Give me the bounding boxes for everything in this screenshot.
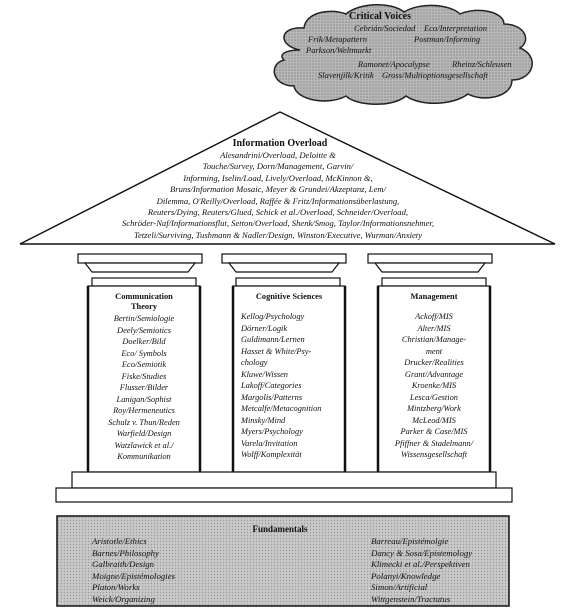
fundamentals-left-list: Aristotle/Ethics Barnes/Philosophy Galbr… [92, 536, 272, 605]
list-item: Guldimann/Lernen [241, 335, 305, 344]
roof-line: Informing, Iselin/Load, Lively/Overload,… [183, 172, 373, 183]
roof-line: Dilemma, O'Reilly/Overload, Raffée & Fri… [156, 195, 400, 206]
list-item: Simon/Artificial [371, 582, 428, 592]
list-item: Grant/Advantage [404, 369, 464, 379]
pillar-communication-shape [77, 253, 203, 473]
list-item: Kommunikation [117, 452, 171, 461]
list-item: Myers/Psychology [241, 427, 303, 436]
critical-voices-title: Critical Voices [349, 11, 411, 22]
list-item: Bertin/Semiologie [113, 314, 175, 323]
list-item: Weick/Organizing [92, 593, 155, 604]
roof-line: Tetzeli/Surviving, Tushmann & Nadler/Des… [133, 229, 423, 240]
list-item: Dörner/Logik [241, 323, 288, 333]
cloud-shape [273, 4, 533, 105]
list-item: Polanyi/Knowledge [371, 570, 441, 581]
list-item: Flusser/Bilder [119, 383, 169, 392]
pillar-cognitive-list: Kellog/Psychology Dörner/Logik Guldimann… [241, 311, 341, 461]
list-item: Moigne/Epistémologies [92, 570, 176, 581]
list-item: Christian/Manage- [401, 335, 467, 344]
list-item: Ackoff/MIS [415, 312, 453, 321]
fundamentals-block [56, 515, 510, 607]
pillar-communication-list: Bertin/Semiologie Deely/Semiotics Doelke… [90, 313, 198, 463]
roof-line: Reuters/Dying, Reuters/Glued, Schick et … [147, 207, 409, 218]
pillar-communication-title: Communication Theory [90, 292, 198, 312]
fundamentals-title: Fundamentals [252, 524, 308, 534]
critical-voice-item: Ramonet/Apocalypse [358, 59, 430, 69]
fundamentals-right-list: Barreau/Epistémolgie Dancy & Sosa/Episte… [371, 536, 506, 605]
pillar-cognitive-shape [221, 253, 347, 473]
critical-voice-item: Parkson/Weltmarkt [306, 45, 372, 55]
critical-voice-item: Cebrián/Sociedad [354, 23, 416, 33]
list-item: Kluwe/Wissen [241, 369, 288, 379]
list-item: Galbraith/Design [92, 559, 155, 569]
list-item: chology [241, 358, 268, 367]
list-item: Margolis/Patterns [241, 392, 303, 402]
critical-voice-item: Frik/Metapattern [308, 34, 368, 44]
list-item: ment [425, 346, 443, 356]
list-item: Lesca/Gestion [410, 392, 458, 402]
list-item: Wittgenstein/Tractatus [371, 593, 451, 604]
list-item: Mintzberg/Work [407, 404, 461, 413]
list-item: Varela/Invitation [241, 438, 298, 448]
pillar-title-line: Theory [130, 302, 158, 311]
roof-line: Alesandrini/Overload, Deloitte & [220, 150, 336, 160]
list-item: Lakoff/Categories [241, 381, 302, 390]
critical-voice-item: Postman/Informing [414, 34, 481, 44]
list-item: Dancy & Sosa/Epistemology [371, 547, 473, 558]
information-overload-text: Alesandrini/Overload, Deloitte & Touche/… [58, 150, 498, 241]
temple-base [55, 471, 513, 503]
pillar-management-shape [367, 253, 493, 473]
list-item: Warfield/Design [116, 429, 172, 438]
list-item: Wissensgesellschaft [400, 450, 468, 459]
list-item: Barreau/Epistémolgie [371, 536, 449, 546]
pillar-cognitive-title: Cognitive Sciences [235, 292, 343, 302]
roof-line: Touche/Survey, Dorn/Management, Garvin/ [202, 161, 354, 172]
list-item: Hasset & White/Psy- [241, 346, 312, 356]
list-item: Schulz v. Thun/Reden [108, 417, 180, 427]
list-item: Drucker/Realities [404, 358, 464, 367]
pillar-title-line: Cognitive Sciences [255, 292, 323, 301]
list-item: Pfiffner & Stadelmann/ [394, 438, 474, 448]
list-item: Barnes/Philosophy [92, 547, 159, 558]
list-item: Doelker/Bild [122, 337, 166, 346]
critical-voice-item: Rheinz/Schleusen [452, 59, 512, 69]
list-item: Eco/Semiotik [121, 360, 167, 369]
list-item: Minsky/Mind [241, 415, 286, 425]
list-item: Klimecki et al./Perspektiven [371, 559, 470, 569]
pillar-management-title: Management [380, 292, 488, 302]
list-item: Fiske/Studies [121, 371, 167, 381]
roof-line: Bruns/Information Mosaic, Meyer & Grunde… [169, 184, 386, 195]
information-overload-title: Information Overload [232, 138, 328, 149]
list-item: Wolff/Komplexität [241, 450, 302, 459]
critical-voice-item: Gross/Multioptionsgesellschaft [382, 70, 488, 80]
roof-line: Schröder-Naf/Informationsflut, Setton/Ov… [122, 218, 434, 229]
list-item: Metcalfe/Metacognition [241, 404, 322, 413]
list-item: Alter/MIS [417, 323, 451, 333]
list-item: Deely/Semiotics [117, 325, 171, 335]
list-item: Eco/ Symbols [121, 348, 167, 358]
pillar-title-line: Communication [115, 292, 173, 301]
list-item: Aristotle/Ethics [92, 536, 147, 546]
list-item: Watzlawick et al./ [114, 440, 174, 450]
list-item: Lanigan/Sophist [116, 394, 172, 404]
list-item: Kroenke/MIS [411, 381, 457, 390]
list-item: Parker & Case/MIS [400, 427, 468, 436]
critical-voice-item: Eco/Interpretation [424, 23, 487, 33]
list-item: Platon/Works [92, 582, 140, 592]
list-item: Kellog/Psychology [241, 312, 305, 321]
roof-triangle [19, 111, 556, 245]
list-item: McLeod/MIS [412, 415, 456, 425]
critical-voice-item: Slavenjilk/Kritik [318, 70, 374, 80]
pillar-title-line: Management [410, 292, 458, 301]
pillar-management-list: Ackoff/MIS Alter/MIS Christian/Manage- m… [380, 311, 488, 461]
list-item: Roy/Hermeneutics [113, 406, 175, 415]
